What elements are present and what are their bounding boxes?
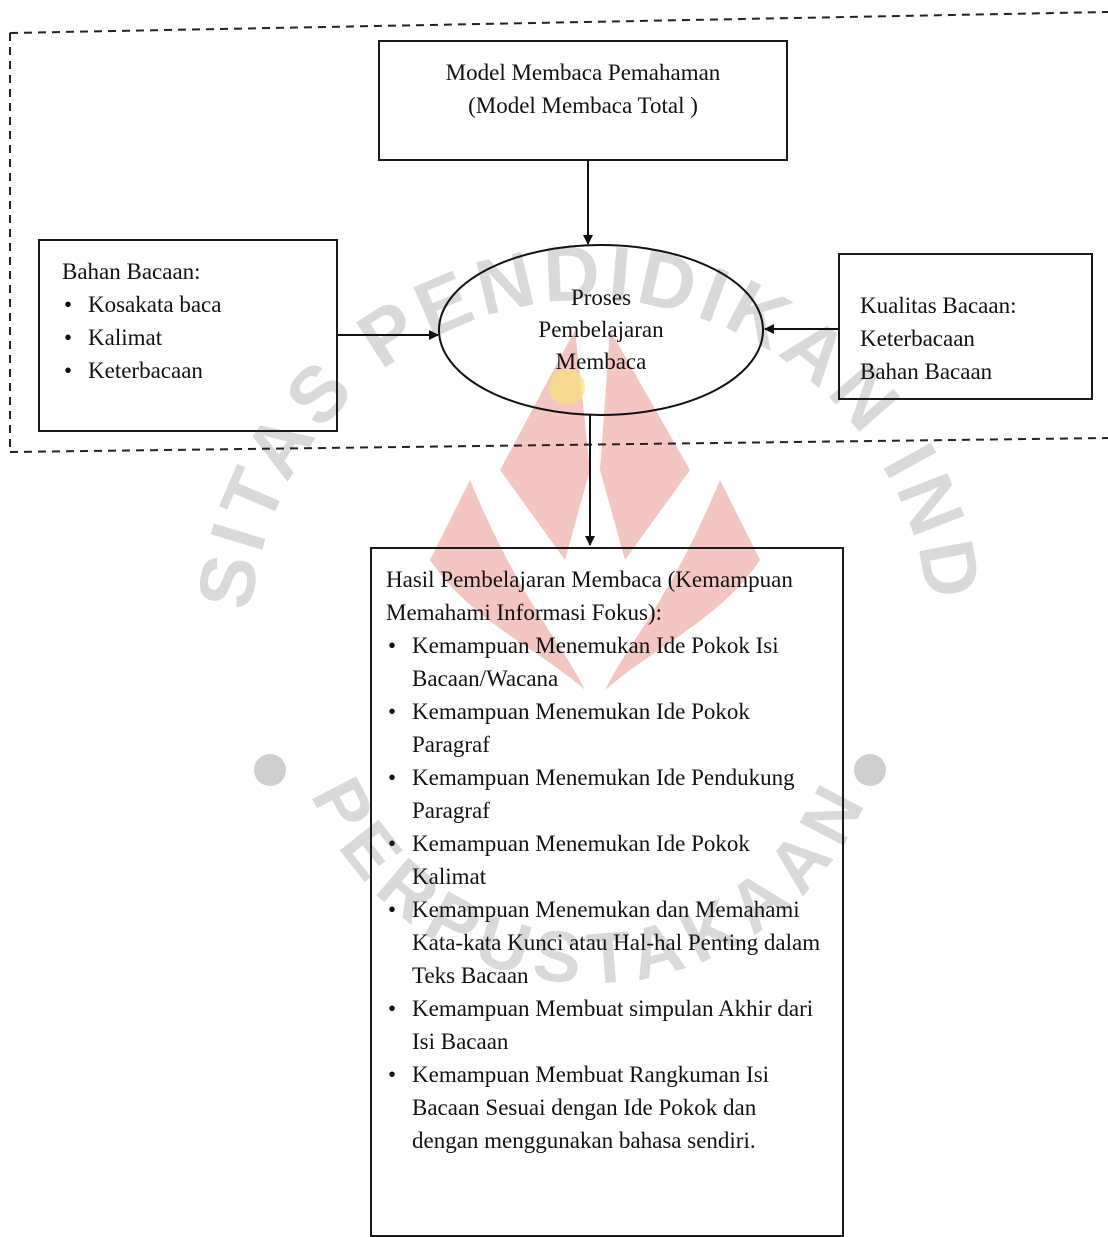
list-item: Kosakata baca [62,288,336,321]
list-item: Kemampuan Membuat simpulan Akhir dari Is… [386,992,826,1058]
list-item: Kemampuan Membuat Rangkuman Isi Bacaan S… [386,1058,826,1157]
proses-label: Proses Pembelajaran Membaca [440,282,762,378]
list-item: Kemampuan Menemukan Ide Pokok Kalimat [386,827,826,893]
hasil-title: Hasil Pembelajaran Membaca (Kemampuan Me… [386,567,793,625]
hasil-list: Kemampuan Menemukan Ide Pokok Isi Bacaan… [386,629,826,1157]
proses-line1: Proses [570,285,632,310]
kualitas-bacaan-box: Kualitas Bacaan: Keterbacaan Bahan Bacaa… [838,253,1093,400]
bahan-bacaan-list: Kosakata baca Kalimat Keterbacaan [62,288,336,387]
list-item: Kalimat [62,321,336,354]
list-item: Keterbacaan [62,354,336,387]
bahan-bacaan-title: Bahan Bacaan: [62,259,201,284]
kualitas-line1: Kualitas Bacaan: [860,293,1017,318]
bahan-bacaan-box: Bahan Bacaan: Kosakata baca Kalimat Kete… [38,239,338,432]
model-box: Model Membaca Pemahaman (Model Membaca T… [378,40,788,161]
list-item: Kemampuan Menemukan dan Memahami Kata-ka… [386,893,826,992]
kualitas-line2: Keterbacaan [860,326,975,351]
list-item: Kemampuan Menemukan Ide Pendukung Paragr… [386,761,826,827]
proses-line2: Pembelajaran [538,317,664,342]
hasil-pembelajaran-box: Hasil Pembelajaran Membaca (Kemampuan Me… [370,547,844,1237]
proses-line3: Membaca [555,349,647,374]
model-box-line1: Model Membaca Pemahaman [445,60,721,85]
model-box-line2: (Model Membaca Total ) [468,93,698,118]
list-item: Kemampuan Menemukan Ide Pokok Paragraf [386,695,826,761]
list-item: Kemampuan Menemukan Ide Pokok Isi Bacaan… [386,629,826,695]
kualitas-line3: Bahan Bacaan [860,359,993,384]
